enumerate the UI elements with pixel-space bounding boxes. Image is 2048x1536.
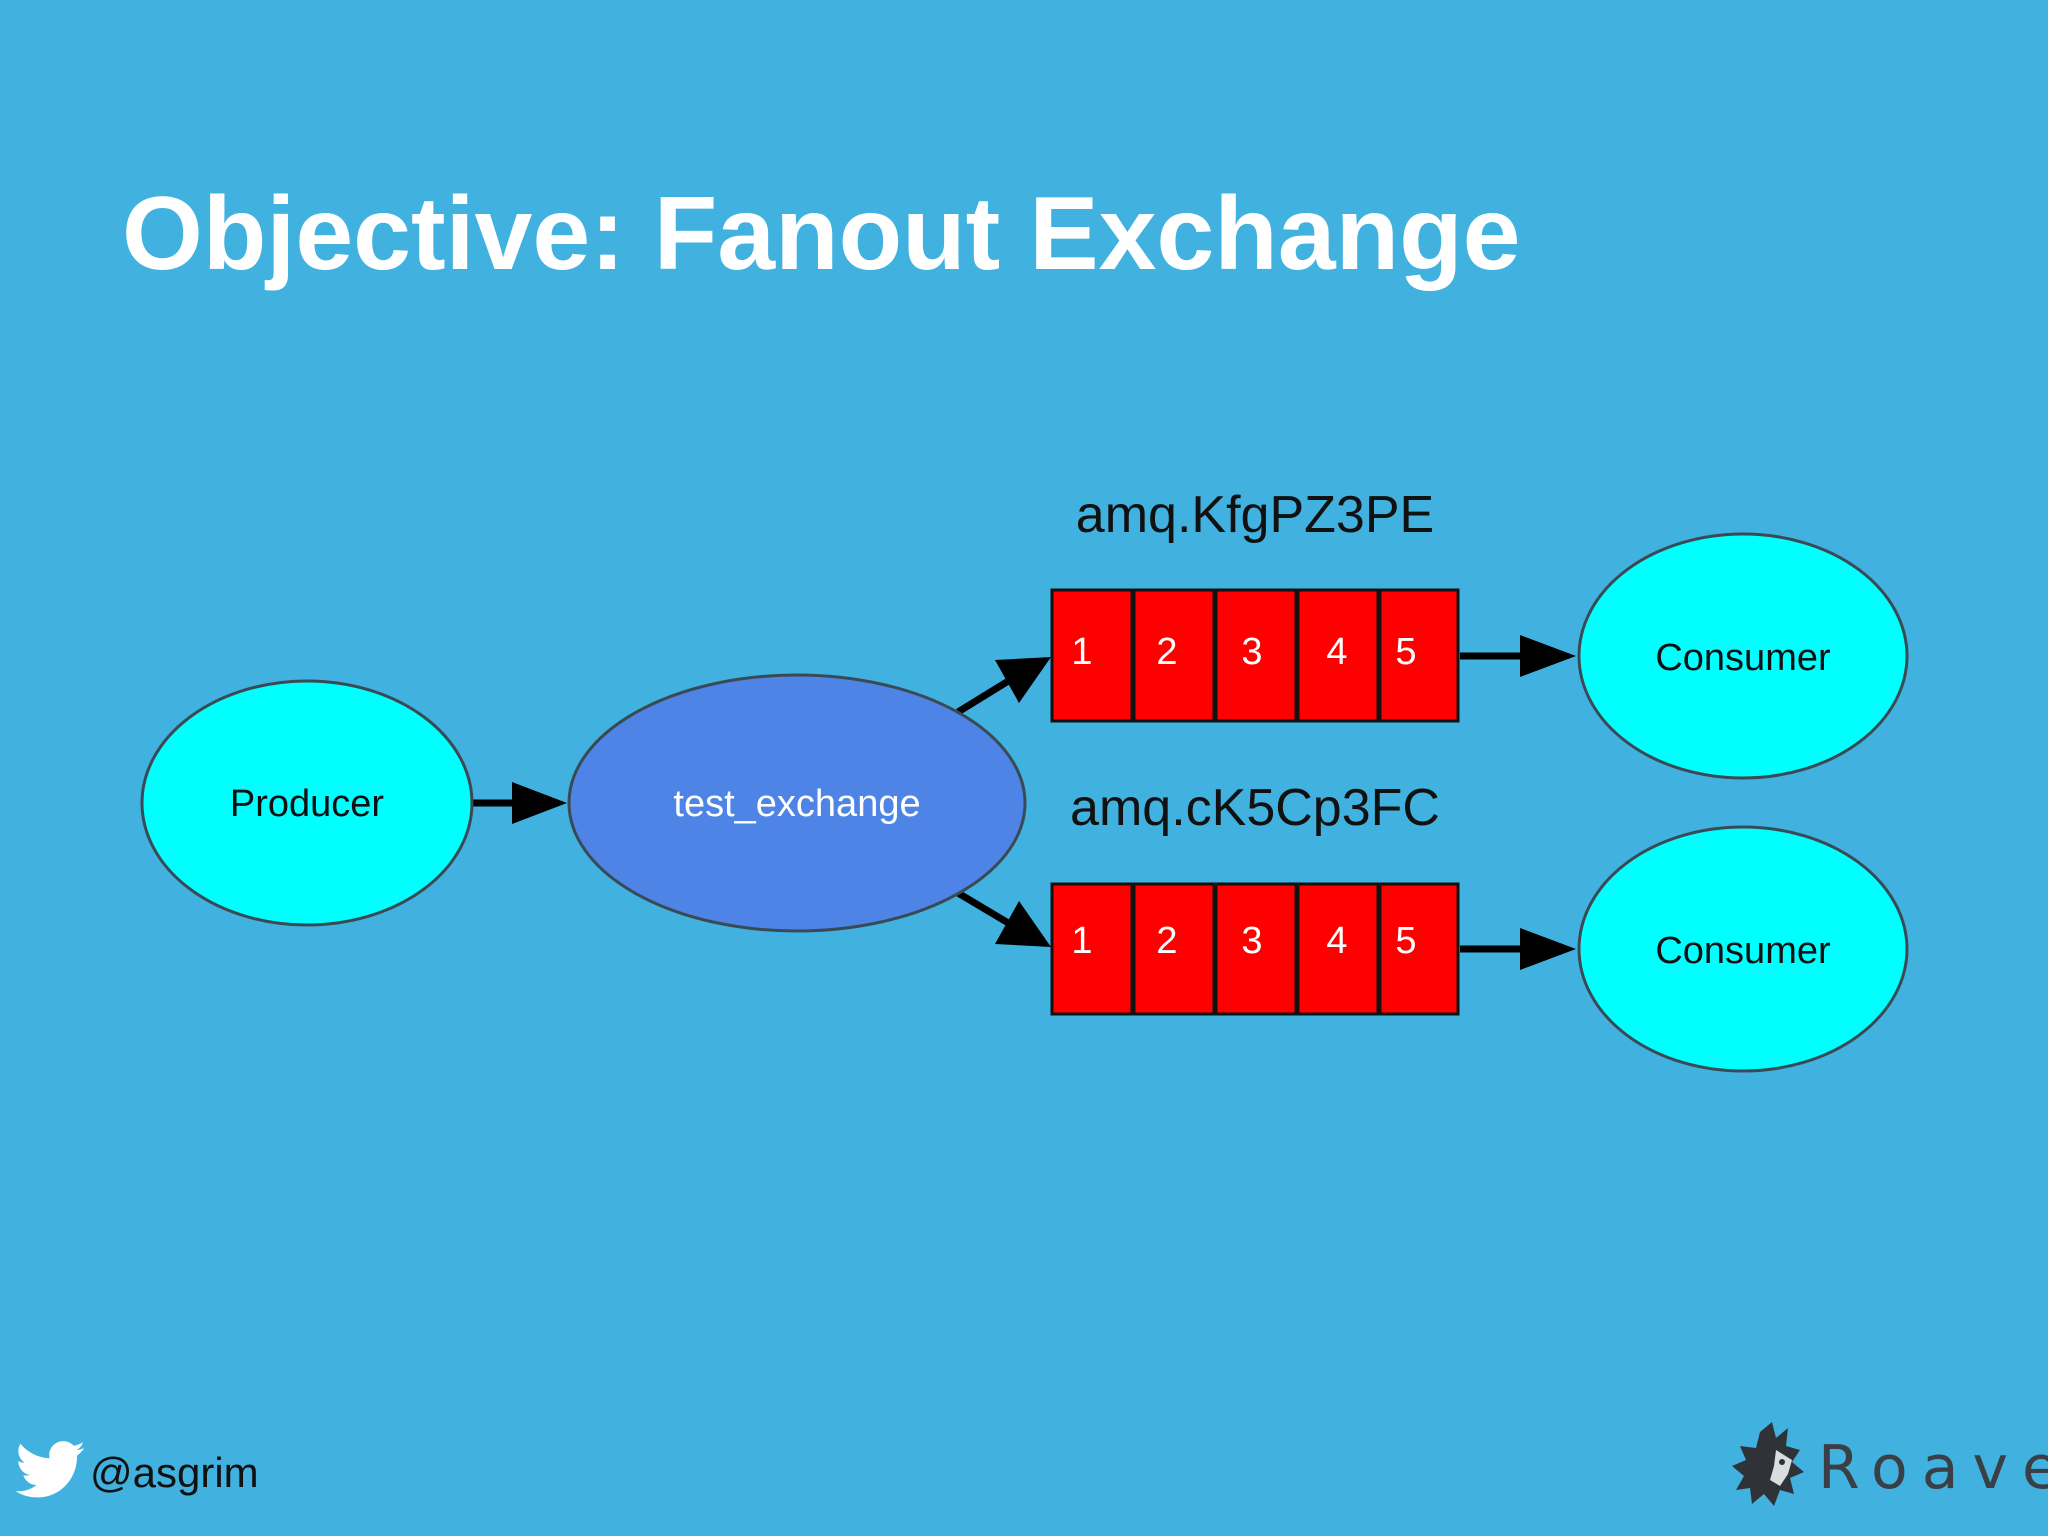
arrowhead-exchange-to-queue-2 bbox=[995, 901, 1051, 947]
slide-title: Objective: Fanout Exchange bbox=[122, 176, 1521, 292]
twitter-bird-icon bbox=[15, 1440, 86, 1505]
queue-slot-label: 5 bbox=[1395, 920, 1416, 962]
edge-exchange-to-queue-1 bbox=[956, 677, 1012, 715]
queue-slot bbox=[1296, 588, 1380, 723]
twitter-handle: @asgrim bbox=[90, 1448, 259, 1496]
arrowhead-queue-1-to-consumer-1 bbox=[1520, 635, 1576, 677]
footer-twitter[interactable]: @asgrim bbox=[15, 1440, 259, 1505]
arrowhead-queue-2-to-consumer-2 bbox=[1520, 928, 1576, 970]
queue-1-name: amq.KfgPZ3PE bbox=[1076, 486, 1434, 544]
queue-1-slots: 1 2 3 4 5 bbox=[1050, 588, 1460, 723]
queue-slot-label: 2 bbox=[1156, 631, 1177, 673]
consumer-2-label: Consumer bbox=[1655, 930, 1831, 972]
queue-2-slots: 1 2 3 4 5 bbox=[1050, 882, 1460, 1016]
queue-slot bbox=[1378, 588, 1460, 723]
queue-slot bbox=[1050, 588, 1134, 723]
queue-2: amq.cK5Cp3FC 1 2 3 4 5 bbox=[1050, 779, 1460, 1016]
queue-2-name: amq.cK5Cp3FC bbox=[1070, 779, 1440, 837]
consumer-1-node: Consumer bbox=[1577, 532, 1909, 780]
queue-slot-label: 3 bbox=[1241, 631, 1262, 673]
queue-slot-label: 5 bbox=[1395, 631, 1416, 673]
queue-slot-label: 4 bbox=[1326, 920, 1347, 962]
consumer-2-ellipse bbox=[1577, 825, 1909, 1073]
queue-slot-label: 1 bbox=[1071, 920, 1092, 962]
queue-slot bbox=[1214, 588, 1298, 723]
queue-slot-label: 1 bbox=[1071, 631, 1092, 673]
exchange-ellipse bbox=[567, 673, 1027, 933]
arrowhead-exchange-to-queue-1 bbox=[995, 657, 1051, 703]
queue-1: amq.KfgPZ3PE 1 2 3 4 5 bbox=[1050, 486, 1460, 723]
brand-name: Roave bbox=[1818, 1432, 2048, 1503]
queue-slot-label: 3 bbox=[1241, 920, 1262, 962]
exchange-label: test_exchange bbox=[673, 783, 920, 825]
producer-ellipse bbox=[140, 679, 474, 927]
edge-exchange-to-queue-2 bbox=[956, 889, 1012, 928]
queue-slot-label: 2 bbox=[1156, 920, 1177, 962]
consumer-2-node: Consumer bbox=[1577, 825, 1909, 1073]
edges bbox=[472, 635, 1576, 970]
producer-label: Producer bbox=[230, 783, 385, 825]
queue-slot bbox=[1296, 882, 1380, 1016]
brand: Roave bbox=[1730, 1420, 2048, 1515]
queue-slot bbox=[1378, 882, 1460, 1016]
queue-slot bbox=[1214, 882, 1298, 1016]
queue-slot bbox=[1132, 588, 1216, 723]
arrowhead-producer-to-exchange bbox=[512, 782, 567, 824]
queue-slot-label: 4 bbox=[1326, 631, 1347, 673]
queue-slot bbox=[1050, 882, 1134, 1016]
exchange-node: test_exchange bbox=[567, 673, 1027, 933]
roave-dog-logo bbox=[1730, 1420, 1812, 1515]
queue-slot bbox=[1132, 882, 1216, 1016]
consumer-1-ellipse bbox=[1577, 532, 1909, 780]
consumer-1-label: Consumer bbox=[1655, 637, 1831, 679]
producer-node: Producer bbox=[140, 679, 474, 927]
